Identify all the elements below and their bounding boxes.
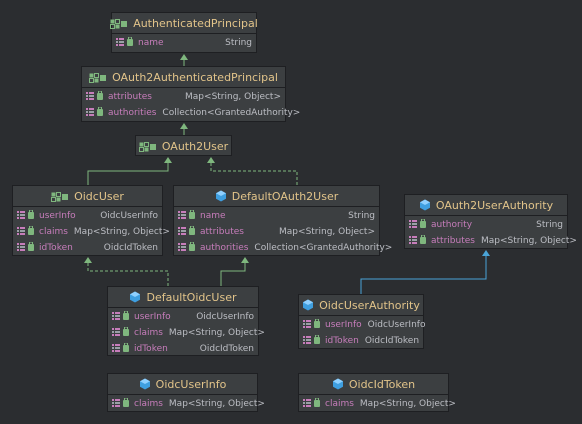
field-icon	[86, 90, 104, 104]
field-row: attributes Map<String, Object>	[174, 224, 379, 240]
field-row: claims Map<String, Object>	[108, 325, 265, 341]
node-title: OidcIdToken	[348, 377, 416, 391]
field-row: idToken OidcIdToken	[108, 341, 258, 357]
field-row: name String	[112, 35, 256, 51]
edge-arrowhead	[84, 257, 92, 263]
node-title: OidcUserAuthority	[319, 298, 420, 312]
field-row: claims Map<String, Object>	[108, 396, 265, 412]
field-icon	[116, 36, 134, 50]
node-title: OAuth2AuthenticatedPrincipal	[112, 70, 278, 84]
class-icon	[139, 375, 151, 394]
edge-default_oidc_user-to-oidc_user	[87, 262, 169, 286]
edge-arrowhead	[180, 54, 188, 60]
node-default-oauth2-user[interactable]: DefaultOAuth2User name String attributes…	[173, 185, 392, 256]
field-row: authorities Collection<GrantedAuthority>	[82, 105, 300, 121]
field-icon	[17, 209, 35, 223]
field-row: claims Map<String, Object>	[13, 224, 170, 240]
field-icon	[303, 334, 321, 348]
interface-icon	[51, 187, 69, 206]
field-row: userInfo OidcUserInfo	[108, 309, 258, 325]
edge-default_oidc_user-to-default_oauth2_user	[220, 262, 246, 286]
edge-arrowhead	[241, 257, 249, 263]
edge-oidc_user-to-oauth2_user	[87, 162, 169, 185]
class-icon	[332, 375, 344, 394]
field-icon	[178, 241, 196, 255]
field-row: userInfo OidcUserInfo	[299, 317, 425, 333]
field-icon	[112, 397, 130, 411]
field-icon	[178, 209, 196, 223]
field-row: authority String	[405, 217, 567, 233]
edge-arrowhead	[207, 157, 215, 163]
class-icon	[215, 187, 227, 206]
field-icon	[17, 241, 35, 255]
edge-default_oauth2_user-to-oauth2_user	[210, 162, 298, 185]
node-oidc-id-token[interactable]: OidcIdToken claims Map<String, Object>	[298, 373, 456, 412]
field-icon	[112, 326, 130, 340]
node-title: OidcUser	[74, 189, 124, 203]
field-icon	[303, 397, 321, 411]
field-row: authorities Collection<GrantedAuthority>	[174, 240, 392, 256]
field-icon	[112, 342, 130, 356]
node-title: OAuth2User	[161, 139, 229, 153]
field-icon	[409, 218, 427, 232]
node-title: OidcUserInfo	[155, 377, 227, 391]
node-title: DefaultOidcUser	[146, 290, 237, 304]
field-row: idToken OidcIdToken	[299, 333, 423, 349]
field-icon	[178, 225, 196, 239]
node-title: DefaultOAuth2User	[231, 189, 339, 203]
field-row: claims Map<String, Object>	[299, 396, 456, 412]
class-icon	[302, 296, 314, 315]
interface-icon	[138, 137, 157, 156]
edge-arrowhead	[164, 157, 172, 163]
field-row: idToken OidcIdToken	[13, 240, 162, 256]
field-row: attributes Map<String, Object>	[82, 89, 285, 105]
interface-icon	[110, 14, 128, 33]
field-icon	[112, 310, 130, 324]
field-row: attributes Map<String, Object>	[405, 233, 577, 249]
node-title: AuthenticatedPrincipal	[133, 16, 258, 30]
node-authenticated-principal[interactable]: AuthenticatedPrincipal name String	[110, 12, 258, 53]
class-icon	[419, 196, 431, 215]
field-icon	[409, 234, 427, 248]
field-row: userInfo OidcUserInfo	[13, 208, 162, 224]
class-icon	[129, 288, 141, 307]
field-icon	[86, 106, 104, 120]
field-icon	[17, 225, 35, 239]
node-oidc-user[interactable]: OidcUser userInfo OidcUserInfo claims Ma…	[12, 185, 170, 256]
node-oauth2-user[interactable]: OAuth2User	[135, 135, 232, 156]
edge-arrowhead	[482, 250, 490, 256]
node-oidc-user-authority[interactable]: OidcUserAuthority userInfo OidcUserInfo …	[298, 294, 425, 349]
node-oauth2-authenticated-principal[interactable]: OAuth2AuthenticatedPrincipal attributes …	[81, 66, 300, 122]
interface-icon	[89, 68, 107, 87]
node-oauth2-user-authority[interactable]: OAuth2UserAuthority authority String att…	[404, 194, 577, 249]
node-default-oidc-user[interactable]: DefaultOidcUser userInfo OidcUserInfo cl…	[107, 286, 265, 357]
node-oidc-user-info[interactable]: OidcUserInfo claims Map<String, Object>	[107, 373, 265, 412]
edge-oidc_user_authority-to-oauth2_user_authority	[360, 255, 487, 294]
field-icon	[303, 318, 321, 332]
edge-arrowhead	[180, 123, 188, 129]
field-row: name String	[174, 208, 379, 224]
node-title: OAuth2UserAuthority	[435, 198, 554, 212]
